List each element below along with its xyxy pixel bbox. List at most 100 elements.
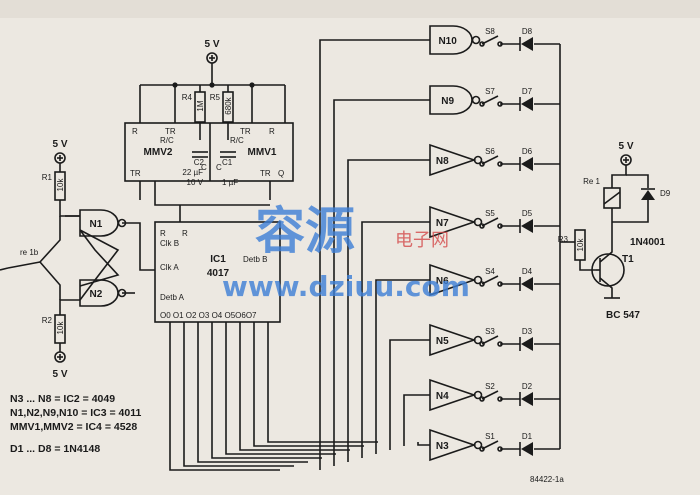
r3-name: R3 <box>558 235 569 244</box>
diode-n8: D6 <box>519 147 533 171</box>
switch-n4-label: S2 <box>485 382 495 391</box>
diode-n7-label: D5 <box>522 209 533 218</box>
ic1-type: 4017 <box>207 268 230 279</box>
c1-name: C1 <box>222 158 233 167</box>
mmv-q-link <box>154 181 270 206</box>
n2-gate-label: N2 <box>90 289 103 300</box>
diode-n10: D8 <box>519 27 533 51</box>
mmv2-label: MMV2 <box>144 147 173 158</box>
diode-n6: D4 <box>519 267 533 291</box>
ic1-out-0 <box>169 322 280 471</box>
gate-in-n6 <box>375 279 430 454</box>
n3-gate-label: N3 <box>436 441 449 452</box>
contact-upper <box>39 216 61 263</box>
d9-diode-body <box>641 190 655 200</box>
n7-gate-label: N7 <box>436 218 449 229</box>
t1-transistor-body <box>591 253 625 287</box>
diode-n3: D1 <box>519 432 533 456</box>
switch-n9-label: S7 <box>485 87 495 96</box>
ic1-box <box>154 221 281 323</box>
r4-resistor-value: 1M <box>196 100 205 111</box>
ic1-out-6 <box>253 322 364 447</box>
vcc-r2-icon <box>54 351 66 363</box>
n10-gate-label: N10 <box>438 36 457 47</box>
figure-code: 84422-1a <box>530 475 564 484</box>
t1-collector <box>599 240 613 263</box>
gate-in-n8 <box>347 159 430 462</box>
diode-n6-body <box>521 277 533 291</box>
mmv2-tr-pin: TR <box>165 127 176 136</box>
gate-in-n3 <box>417 442 430 446</box>
mmv2-c-pin: C <box>201 163 207 172</box>
switch-n10-contact <box>479 41 485 47</box>
n1-out <box>122 222 155 271</box>
c2-name: C2 <box>194 158 205 167</box>
gate-in-n4 <box>403 394 430 446</box>
n4-gate-bubble <box>473 390 483 400</box>
ic1-out-5 <box>239 322 350 451</box>
r2-resistor-name: R2 <box>42 316 53 325</box>
junction-dot <box>249 82 255 88</box>
switch-n6-label: S4 <box>485 267 495 276</box>
c2-value: 22 µF <box>182 168 203 177</box>
switch-n5-lever <box>481 335 499 345</box>
switch-n10-label: S8 <box>485 27 495 36</box>
vcc-relay-wire <box>611 165 627 188</box>
n9-gate-label: N9 <box>441 96 454 107</box>
gate-in-n9 <box>333 99 430 466</box>
n9-gate: N9 <box>429 85 481 115</box>
mmv1-q-pin: Q <box>278 169 284 178</box>
d9-top <box>626 174 649 188</box>
mmv-ic-box <box>124 122 294 182</box>
diode-n4: D2 <box>519 382 533 406</box>
r3-to-base <box>579 260 596 271</box>
n8-gate-label: N8 <box>436 156 449 167</box>
d9-bottom <box>612 200 649 223</box>
vcc-r1-label: 5 V <box>52 139 67 150</box>
diode-n7-body <box>521 219 533 233</box>
t1-type: BC 547 <box>606 310 640 321</box>
vcc-top-label: 5 V <box>204 39 219 50</box>
note-line-1: N3 ... N8 = IC2 = 4049 <box>10 393 115 405</box>
switch-n8-label: S6 <box>485 147 495 156</box>
watermark-url: www.dziuu.com <box>222 270 470 303</box>
ic1-outputs-pin: O0 O1 O2 O3 O4 O5O6O7 <box>160 311 257 320</box>
switch-n9-contact <box>479 101 485 107</box>
switch-n6-lever <box>481 275 499 285</box>
n9-gate-bubble <box>471 95 481 105</box>
watermark-chinese-small: 电子网 <box>395 230 449 251</box>
relay-contact-lead <box>0 267 9 271</box>
mmv1-rc-pin: R/C <box>230 136 244 145</box>
note-line-4: D1 ... D8 = 1N4148 <box>10 443 100 455</box>
c1-value: 1 µF <box>222 178 238 187</box>
vcc-relay-label: 5 V <box>618 141 633 152</box>
switch-n10-lever <box>481 35 499 45</box>
r1-resistor-name: R1 <box>42 173 53 182</box>
r4-resistor-name: R4 <box>182 93 193 102</box>
switch-n5-contact <box>479 341 485 347</box>
relay-coil-diag <box>603 191 621 205</box>
n2-gate-body <box>79 279 119 307</box>
n7-gate-bubble <box>473 217 483 227</box>
switch-n8-lever <box>481 155 499 165</box>
ic1-out-4 <box>225 322 336 455</box>
switch-n9-lever <box>481 95 499 105</box>
relay-contact-lever <box>7 261 41 269</box>
diode-n4-body <box>521 392 533 406</box>
ic1-detb-pin: Detb B <box>243 255 267 264</box>
n3-gate-bubble <box>473 440 483 450</box>
t1-name: T1 <box>622 254 634 265</box>
switch-n10: S8 <box>479 27 503 47</box>
mmv2-r-pin: R <box>132 127 138 136</box>
contact-lower <box>39 261 61 300</box>
diode-n9-label: D7 <box>522 87 533 96</box>
diode-n5: D3 <box>519 327 533 351</box>
switch-n8: S6 <box>479 147 503 167</box>
ic1-out-2 <box>197 322 308 463</box>
ic1-out-7 <box>267 322 378 443</box>
n6-gate-bubble <box>473 275 483 285</box>
n1-gate-body <box>79 209 119 237</box>
n5-gate-bubble <box>473 335 483 345</box>
